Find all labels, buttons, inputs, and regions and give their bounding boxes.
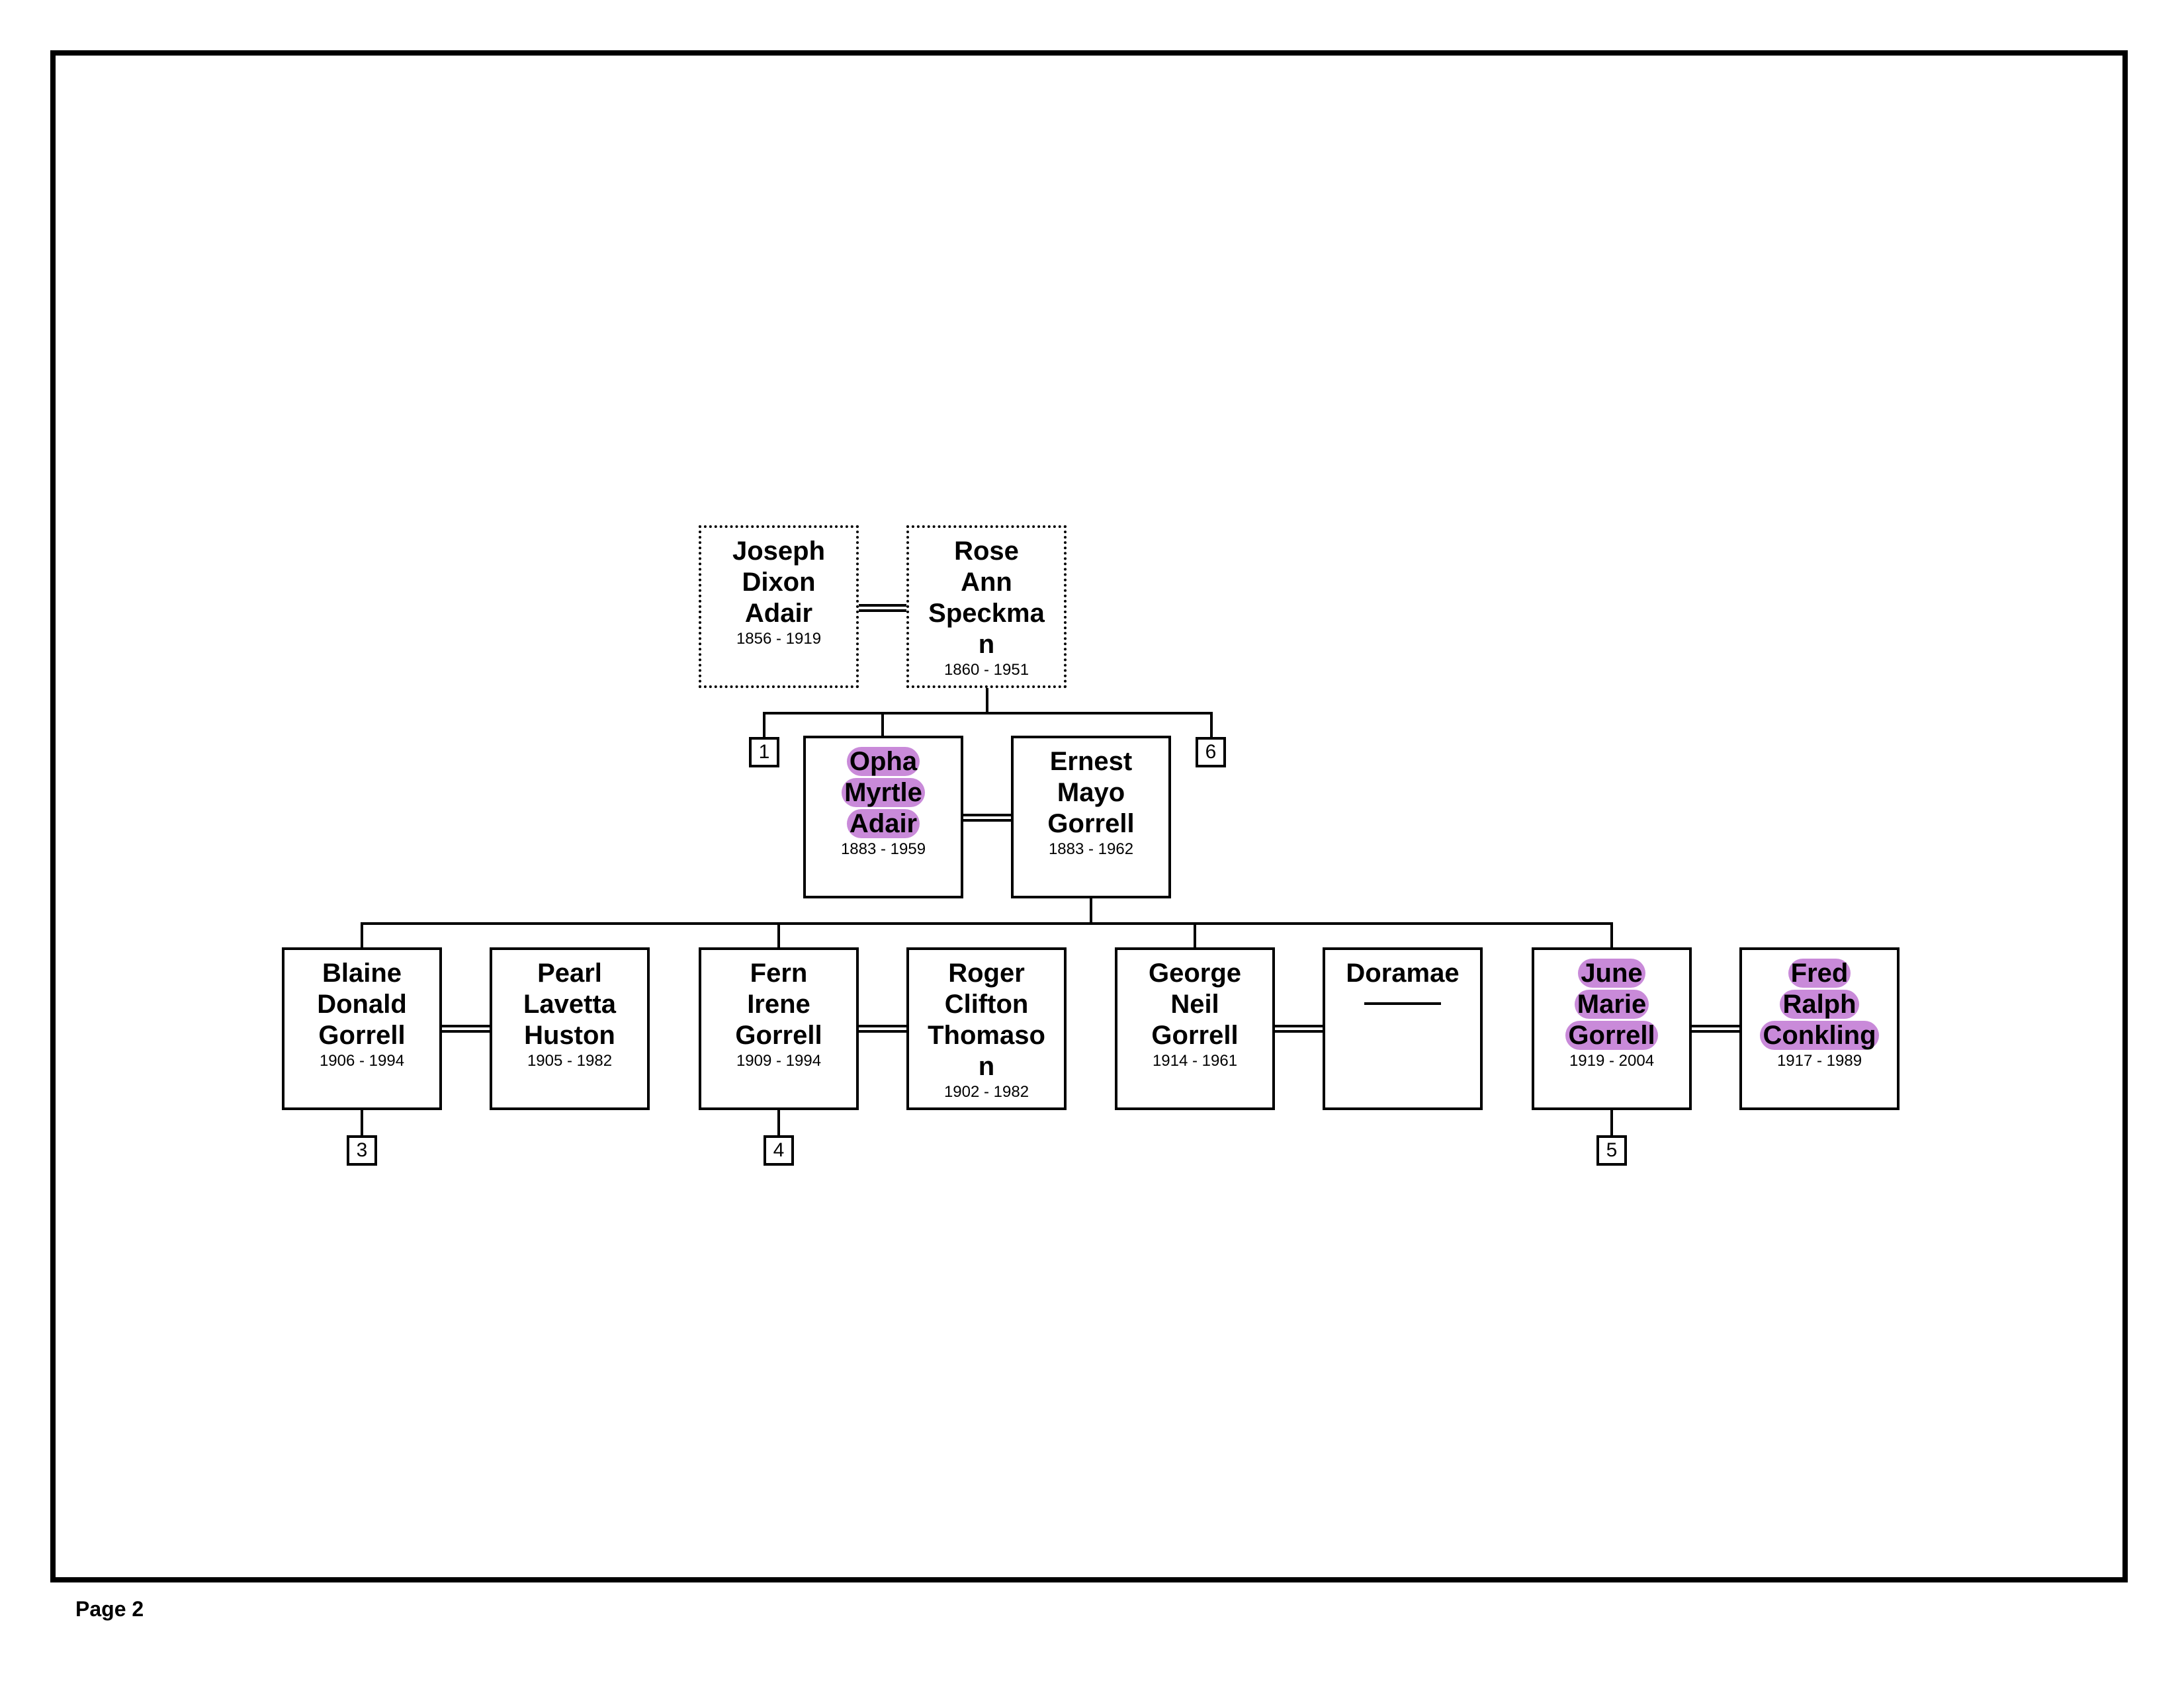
person-dates: 1883 - 1962 [1048,840,1134,858]
person-name: Joseph Dixon Adair [732,537,826,628]
person-name: Blaine Donald Gorrell [317,959,407,1050]
person-dates: 1917 - 1989 [1776,1052,1862,1070]
descent-line [777,1109,780,1135]
descent-line [1090,898,1092,925]
person-rose-ann-speckman[interactable]: Rose Ann Speckma n 1860 - 1951 [906,525,1067,688]
sibling-line [763,712,1213,714]
reference-box-6[interactable]: 6 [1196,737,1226,767]
sibling-line [361,922,1613,925]
reference-box-1[interactable]: 1 [749,737,779,767]
person-roger-clifton-thomason[interactable]: Roger Clifton Thomaso n 1902 - 1982 [906,947,1067,1110]
marriage-connector [963,814,1012,822]
person-name: George Neil Gorrell [1148,959,1242,1050]
person-name: Fern Irene Gorrell [735,959,822,1050]
marriage-connector [859,604,908,612]
person-name: Fred Ralph Conkling [1742,958,1897,1051]
sibling-drop [1610,922,1613,949]
sibling-drop [881,712,884,737]
person-dates: 1902 - 1982 [943,1083,1029,1101]
person-name: Doramae [1346,959,1460,988]
person-fred-ralph-conkling[interactable]: Fred Ralph Conkling 1917 - 1989 [1739,947,1900,1110]
chart-frame [50,50,2128,1582]
person-joseph-dixon-adair[interactable]: Joseph Dixon Adair 1856 - 1919 [699,525,859,688]
person-dates: 1906 - 1994 [319,1052,405,1070]
marriage-connector [441,1025,490,1033]
person-june-marie-gorrell[interactable]: June Marie Gorrell 1919 - 2004 [1532,947,1692,1110]
person-doramae[interactable]: Doramae [1323,947,1483,1110]
person-name: Opha Myrtle Adair [806,746,961,840]
person-george-neil-gorrell[interactable]: George Neil Gorrell 1914 - 1961 [1115,947,1275,1110]
person-name: June Marie Gorrell [1534,958,1689,1051]
sibling-drop [1210,712,1213,738]
descent-line [986,687,988,713]
person-dates: 1856 - 1919 [736,630,822,648]
descent-line [1610,1109,1613,1135]
sibling-drop [763,712,765,738]
person-pearl-lavetta-huston[interactable]: Pearl Lavetta Huston 1905 - 1982 [490,947,650,1110]
person-name: Roger Clifton Thomaso n [928,959,1045,1081]
descent-line [361,1109,363,1135]
person-dates: 1914 - 1961 [1152,1052,1238,1070]
person-name: Ernest Mayo Gorrell [1047,747,1135,838]
person-fern-irene-gorrell[interactable]: Fern Irene Gorrell 1909 - 1994 [699,947,859,1110]
marriage-connector [1274,1025,1323,1033]
reference-box-4[interactable]: 4 [764,1135,794,1166]
person-name: Pearl Lavetta Huston [523,959,617,1050]
person-blaine-donald-gorrell[interactable]: Blaine Donald Gorrell 1906 - 1994 [282,947,442,1110]
sibling-drop [361,922,363,949]
unknown-surname-line [1364,1002,1441,1005]
person-dates: 1860 - 1951 [943,661,1029,679]
person-opha-myrtle-adair[interactable]: Opha Myrtle Adair 1883 - 1959 [803,736,963,898]
reference-box-3[interactable]: 3 [347,1135,377,1166]
marriage-connector [1691,1025,1740,1033]
person-dates: 1883 - 1959 [840,840,926,858]
person-dates: 1919 - 2004 [1569,1052,1655,1070]
person-dates: 1905 - 1982 [527,1052,613,1070]
sibling-drop [1194,922,1196,949]
person-name: Rose Ann Speckma n [928,537,1045,659]
person-ernest-mayo-gorrell[interactable]: Ernest Mayo Gorrell 1883 - 1962 [1011,736,1171,898]
sibling-drop [777,922,780,949]
person-dates: 1909 - 1994 [736,1052,822,1070]
reference-box-5[interactable]: 5 [1596,1135,1627,1166]
page-label: Page 2 [75,1597,144,1621]
marriage-connector [858,1025,907,1033]
